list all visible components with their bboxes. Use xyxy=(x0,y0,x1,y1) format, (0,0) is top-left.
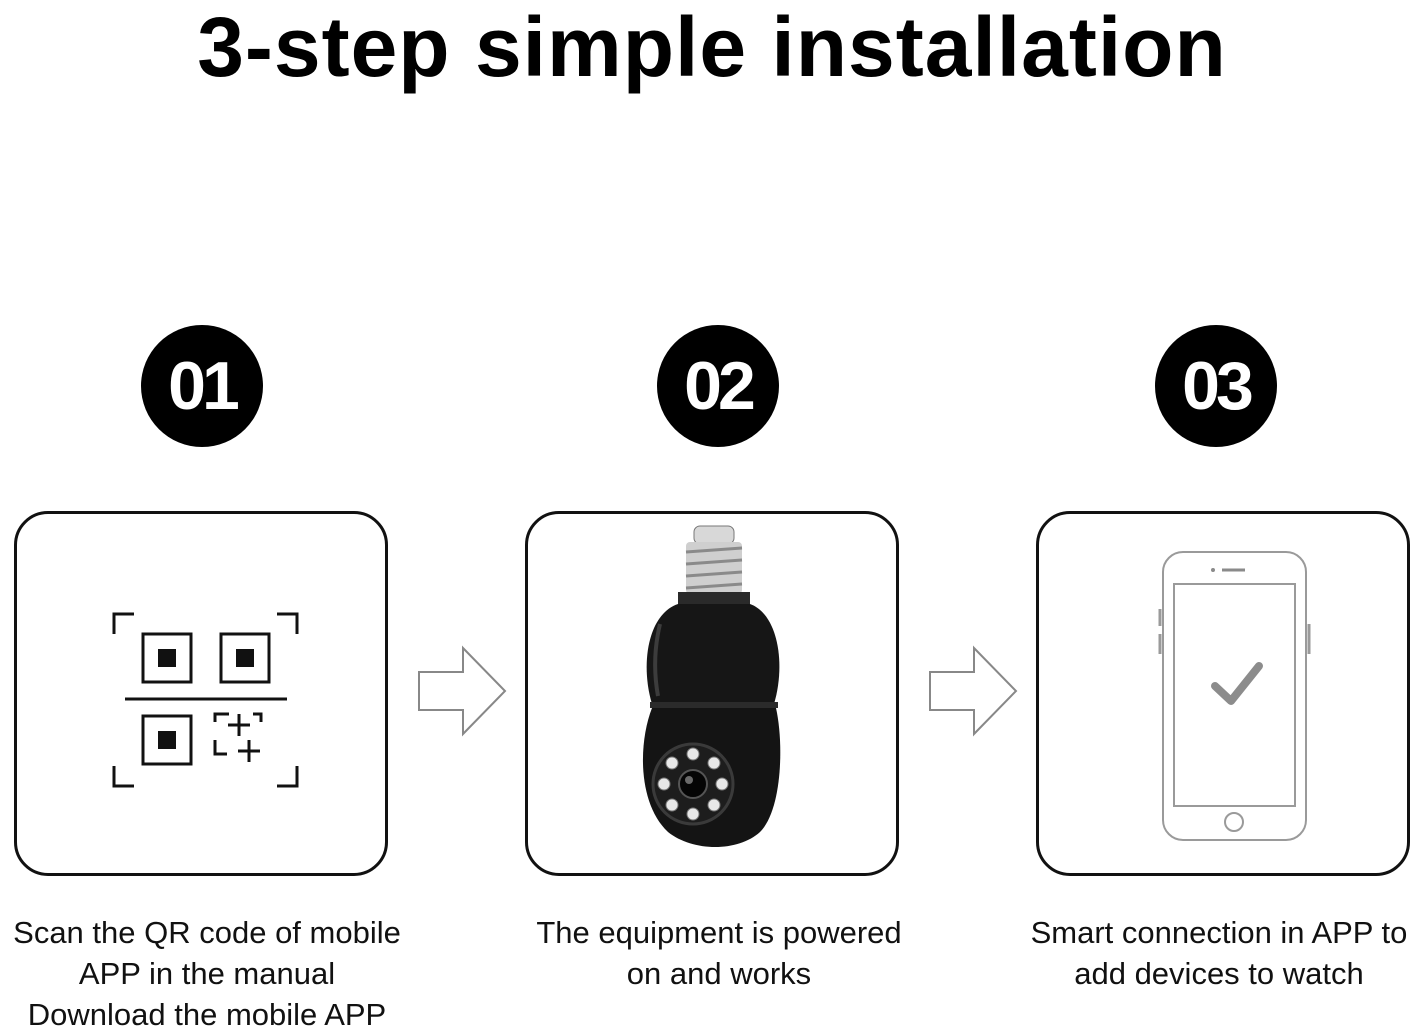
arrow-right-icon xyxy=(418,645,507,737)
step-1-caption: Scan the QR code of mobile APP in the ma… xyxy=(0,912,414,1035)
step-2-caption: The equipment is powered on and works xyxy=(512,912,926,994)
step-1-caption-line: Scan the QR code of mobile xyxy=(13,915,401,950)
step-2-caption-line: The equipment is powered xyxy=(536,915,902,950)
bulb-camera-image xyxy=(642,525,781,847)
step-3-caption-line: add devices to watch xyxy=(1074,956,1364,991)
step-3-caption-line: Smart connection in APP to xyxy=(1030,915,1408,950)
step-1-caption-line: APP in the manual xyxy=(78,956,336,991)
step-1-panel xyxy=(14,511,388,876)
step-2-caption-line: on and works xyxy=(626,956,812,991)
step-3-panel xyxy=(1036,511,1410,876)
step-2-badge: 02 xyxy=(657,325,779,447)
step-3-caption: Smart connection in APP to add devices t… xyxy=(1014,912,1424,994)
step-1-badge: 01 xyxy=(141,325,263,447)
step-1-caption-line: Download the mobile APP xyxy=(27,997,387,1032)
arrow-right-icon xyxy=(929,645,1018,737)
qr-code-icon xyxy=(112,612,299,788)
phone-checkmark-icon xyxy=(1158,551,1311,841)
step-3-badge: 03 xyxy=(1155,325,1277,447)
page-title: 3-step simple installation xyxy=(197,0,1227,94)
step-2-panel xyxy=(525,511,899,876)
